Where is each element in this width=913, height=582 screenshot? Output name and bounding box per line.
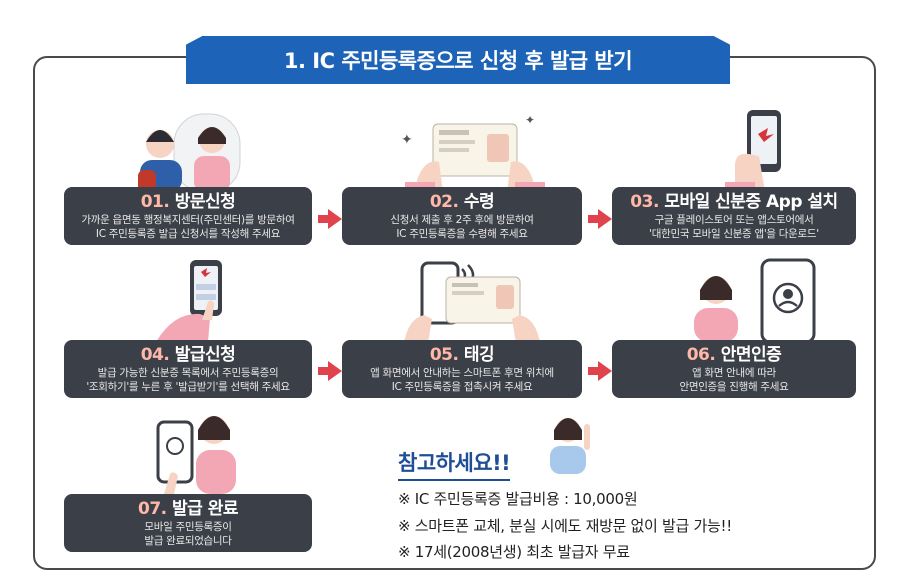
banner-title: 1. IC 주민등록증으로 신청 후 발급 받기 [283,49,633,73]
arrow-right-icon [588,209,612,229]
step-07-card: 07. 발급 완료 모바일 주민등록증이 발급 완료되었습니다 [64,494,312,552]
arrow-right-icon [318,209,342,229]
arrow-right-icon [318,361,342,381]
counter-visit-illustration [138,113,241,192]
step-03-card: 03. 모바일 신분증 App 설치 구글 플레이스토어 또는 앱스토어에서 '… [612,187,856,245]
section-banner: 1. IC 주민등록증으로 신청 후 발급 받기 [186,36,730,84]
step-01-title: 01. 방문신청 [140,192,236,212]
note-person-illustration [550,418,590,474]
step-03-desc-2: '대한민국 모바일 신분증 앱'을 다운로드' [649,228,819,240]
step-06-desc-1: 앱 화면 안내에 따라 [692,367,776,379]
step-05-card: 05. 태깅 앱 화면에서 안내하는 스마트폰 후면 위치에 IC 주민등록증을… [342,340,582,398]
step-05-desc-2: IC 주민등록증을 접촉시켜 주세요 [391,381,533,393]
step-07-desc-1: 모바일 주민등록증이 [144,521,232,533]
step-07-title: 07. 발급 완료 [137,499,239,519]
step-05-title: 05. 태깅 [429,345,495,365]
step-06-card: 06. 안면인증 앱 화면 안내에 따라 안면인증을 진행해 주세요 [612,340,856,398]
arrow-right-icon [588,361,612,381]
step-03-desc-1: 구글 플레이스토어 또는 앱스토어에서 [654,214,814,226]
svg-text:✦: ✦ [401,132,413,148]
note-line-fee: ※ IC 주민등록증 발급비용 : 10,000원 [398,490,638,508]
step-04-desc-1: 발급 가능한 신분증 목록에서 주민등록증의 [97,367,279,379]
issue-complete-illustration [156,416,236,494]
note-line-reissue: ※ 스마트폰 교체, 분실 시에도 재방문 없이 발급 가능!! [398,517,732,535]
step-01-card: 01. 방문신청 가까운 읍면동 행정복지센터(주민센터)를 방문하여 IC 주… [64,187,312,245]
svg-text:✦: ✦ [525,113,535,127]
step-03-title: 03. 모바일 신분증 App 설치 [630,192,838,212]
step-02-card: 02. 수령 신청서 제출 후 2주 후에 방문하여 IC 주민등록증을 수령해… [342,187,582,245]
phone-issue-request-illustration [156,260,222,342]
face-auth-illustration [694,258,816,342]
step-04-card: 04. 발급신청 발급 가능한 신분증 목록에서 주민등록증의 '조회하기'를 … [64,340,312,398]
step-05-desc-1: 앱 화면에서 안내하는 스마트폰 후면 위치에 [370,367,554,379]
receive-card-illustration: ✦ ✦ [401,113,545,192]
step-02-desc-1: 신청서 제출 후 2주 후에 방문하여 [390,214,534,226]
step-07-desc-2: 발급 완료되었습니다 [144,535,232,547]
step-01-desc-1: 가까운 읍면동 행정복지센터(주민센터)를 방문하여 [81,214,295,226]
step-02-desc-2: IC 주민등록증을 수령해 주세요 [396,228,528,240]
note-line-free: ※ 17세(2008년생) 최초 발급자 무료 [398,543,630,561]
step-04-desc-2: '조회하기'를 누른 후 '발급받기'를 선택해 주세요 [86,381,290,393]
step-06-desc-2: 안면인증을 진행해 주세요 [679,381,789,393]
step-02-title: 02. 수령 [429,192,495,212]
step-04-title: 04. 발급신청 [140,345,236,365]
step-01-desc-2: IC 주민등록증 발급 신청서를 작성해 주세요 [95,228,281,240]
phone-app-illustration [725,110,781,192]
nfc-tagging-illustration [404,261,540,343]
step-06-title: 06. 안면인증 [686,345,782,365]
note-title: 참고하세요!! [398,447,511,481]
